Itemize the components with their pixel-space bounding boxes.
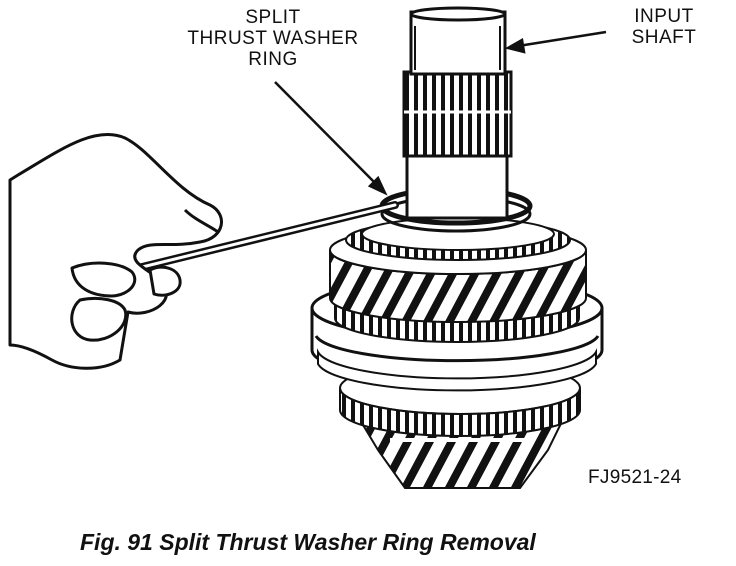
figure-caption: Fig. 91 Split Thrust Washer Ring Removal [80, 529, 536, 555]
label-line: THRUST WASHER [187, 28, 359, 49]
pick-tool [126, 201, 399, 274]
label-line: INPUT [634, 6, 694, 27]
label-line: SHAFT [631, 27, 697, 48]
input-shaft-label: INPUT SHAFT [612, 6, 716, 48]
figure-id: FJ9521-24 [588, 467, 682, 488]
split-thrust-washer-ring-label: SPLIT THRUST WASHER RING [168, 7, 378, 70]
hand [8, 132, 223, 370]
label-line: SPLIT [245, 7, 301, 28]
leader-lines [274, 30, 607, 196]
upper-helical-gear [329, 217, 587, 323]
input-shaft [402, 6, 513, 220]
label-line: RING [248, 49, 298, 70]
